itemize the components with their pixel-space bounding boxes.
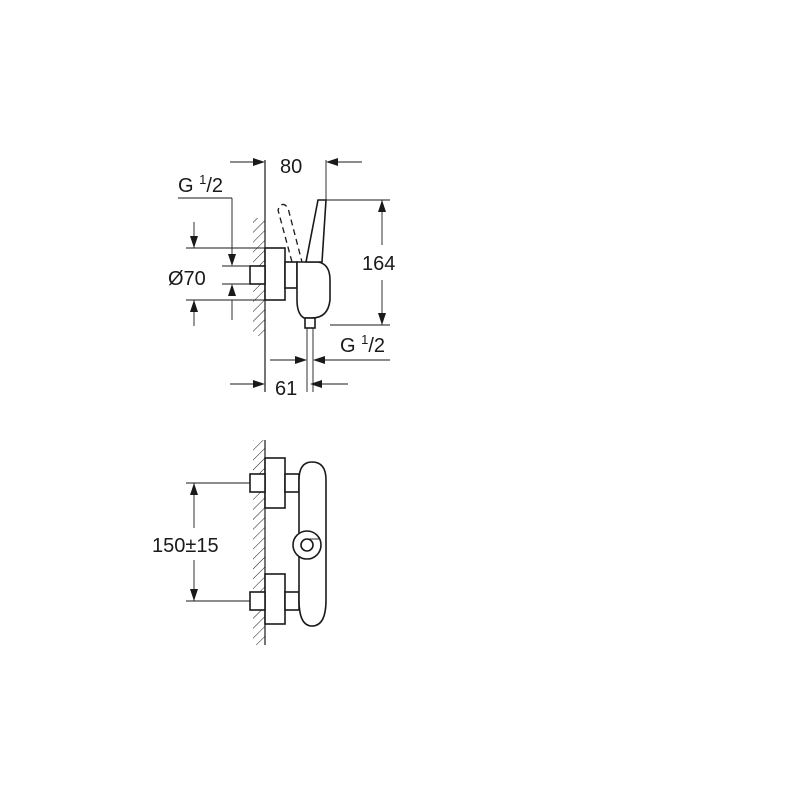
arrow-outlet-thread-left [295,356,307,364]
arrow-61-right [310,380,322,388]
lever-handle [305,199,327,263]
arrow-diameter-top [190,236,198,248]
dim-164-label: 164 [362,253,395,275]
arrow-150-bottom [190,589,198,601]
front-view: 150±15 [152,440,327,645]
center-distance-label: 150±15 [152,535,219,557]
upper-nut [284,473,300,493]
connection-nut [284,261,298,289]
upper-pipe-stub [249,473,266,493]
arrow-150-top [190,483,198,495]
outlet-thread-label: G 1/2 [340,332,385,357]
arrow-80-right [326,158,338,166]
arrow-inlet-thread-lower [228,284,236,296]
dim-61-label: 61 [275,378,297,400]
arrow-164-bottom [378,313,386,325]
outlet-nipple [304,317,316,329]
lever-alt-position [277,203,303,263]
arrow-inlet-thread [228,254,236,266]
upper-escutcheon [264,457,286,509]
lower-pipe-stub [249,591,266,611]
arrow-80-left [253,158,265,166]
mixer-body-side [296,261,331,319]
arrow-diameter-bottom [190,300,198,312]
diameter-label: Ø70 [168,268,206,290]
arrow-61-left [253,380,265,388]
lower-nut [284,591,300,611]
dim-80-label: 80 [280,156,302,178]
escutcheon-plate [264,247,286,301]
arrow-outlet-thread [313,356,325,364]
pipe-stub [249,265,266,285]
wall-hatch-bottom [253,440,265,645]
handle-center [300,538,314,552]
lower-escutcheon [264,573,286,625]
arrow-164-top [378,200,386,212]
inlet-thread-label: G 1/2 [178,172,223,197]
side-view: 80 164 G 1/2 Ø70 G 1/2 [168,156,395,400]
